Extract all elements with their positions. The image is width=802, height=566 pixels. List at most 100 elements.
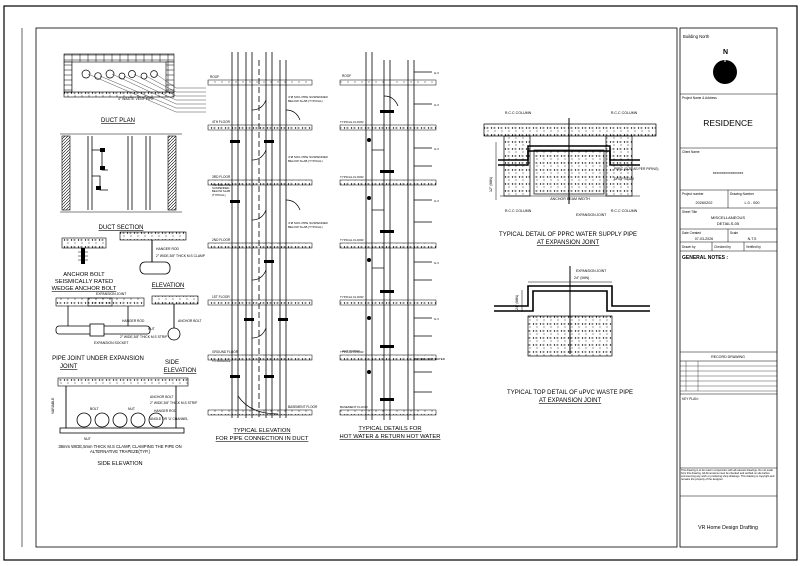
project-name-label: Project Name & Address <box>682 96 717 100</box>
angle-channel-label: ANGLE OR 'U' CHANNEL <box>150 417 188 421</box>
north-arrow-icon <box>713 60 737 84</box>
drawing-number-label: Drawing Number <box>730 192 755 196</box>
typical-floor-label-4: TYPICAL FLOOR <box>340 295 364 299</box>
typical-floor-label-5: TYPICAL FLOOR <box>340 350 364 354</box>
duct-plan-caption: DUCT PLAN <box>101 118 135 124</box>
rcc-column-label-left: R.C.C COLUMN <box>505 111 532 115</box>
roof-label: ROOF <box>210 75 219 79</box>
elevation-slabs <box>207 79 313 416</box>
gv-label-5: G.V <box>434 261 439 265</box>
suspended-pipe-note-3: 4"Ø SOIL PIPE SUSPENDED BELOW SLAB (TYPI… <box>288 222 328 229</box>
gv-label-6: G.V <box>434 317 439 321</box>
first-floor-label: 1ST FLOOR <box>212 295 230 299</box>
expansion-joint-label-pprc: EXPANSION JOINT <box>576 213 606 217</box>
client-name: xxxxxxxxxxxxxxxxx <box>713 171 744 175</box>
date-label: Date Created <box>682 231 701 235</box>
side-elevation-caption-2: ELEVATION <box>164 368 197 374</box>
disclaimer-text: This drawing is to be read in conjunctio… <box>681 469 775 482</box>
expansion-joint-label-upvc: EXPANSION JOINT <box>576 269 606 273</box>
upvc-detail-drawing: 24" (MIN) 24" (MIN) EXPANSION JOINT TYPI… <box>494 266 650 404</box>
pipe-joint-caption-2: JOINT <box>60 364 78 370</box>
hanger-rod-label-b: HANGER ROD <box>122 319 145 323</box>
duct-section-drawing: DUCT SECTION <box>60 133 182 231</box>
typical-floor-label-3: TYPICAL FLOOR <box>340 238 364 242</box>
basement-floor-label: BASEMENT FLOOR <box>288 405 318 409</box>
trapeze-drawing: VARIABLE BOLT NUT HANGER ROD ANCHOR BOLT… <box>51 377 198 467</box>
typical-floor-label-2: TYPICAL FLOOR <box>340 175 364 179</box>
typical-details-caption-2: HOT WATER & RETURN HOT WATER <box>340 434 441 440</box>
fourth-floor-label: 4TH FLOOR <box>212 120 231 124</box>
rcc-column-label-bottom-right: R.C.C COLUMN <box>611 209 638 213</box>
checked-by-label: Checked by <box>714 245 731 249</box>
second-floor-label: 2ND FLOOR <box>212 238 231 242</box>
side-elevation-bottom-caption: SIDE ELEVATION <box>97 461 142 467</box>
suspended-pipe-note-2: 4"Ø SOIL PIPE SUSPENDED BELOW SLAB (TYPI… <box>288 156 328 163</box>
rcc-column-label-right: R.C.C COLUMN <box>611 111 638 115</box>
anchor-bolt-caption-3: WEDGE ANCHOR BOLT <box>52 286 117 292</box>
roof-label-b: ROOF <box>342 74 351 78</box>
elevation-caption: ELEVATION <box>152 283 185 289</box>
outer-border <box>3 5 798 561</box>
anchor-bolt-drawing: ANCHOR BOLT SEISMICALLY RATED WEDGE ANCH… <box>52 231 206 292</box>
pprc-caption-2: AT EXPANSION JOINT <box>537 240 600 246</box>
pprc-caption-1: TYPICAL DETAIL OF PPRC WATER SUPPLY PIPE <box>499 232 637 238</box>
general-notes-heading: GENERAL NOTES : <box>682 255 728 261</box>
hot-water-riser-drawing: ROOF TYPICAL FLOOR TYPICAL FLOOR TYPICAL… <box>340 52 446 440</box>
nut-label-c: NUT <box>84 437 91 441</box>
dim-24-v-label: 24" (MIN) <box>515 295 519 310</box>
bolt-label: BOLT <box>90 407 99 411</box>
typical-floor-label-1: TYPICAL FLOOR <box>340 120 364 124</box>
date-value: 07-03-2026 <box>695 237 713 241</box>
drawing-frame <box>35 27 678 548</box>
project-number: 20260202 <box>696 201 713 205</box>
project-number-label: Project number <box>682 192 705 196</box>
typical-elevation-drawing: ROOF 4TH FLOOR 3RD FLOOR 2ND FLOOR 1ST F… <box>207 52 328 442</box>
upvc-caption-2: AT EXPANSION JOINT <box>539 398 602 404</box>
anchor-bolt-label-b: ANCHOR BOLT <box>178 319 202 323</box>
client-label: Client Name <box>682 150 700 154</box>
duct-plan-drawing: 4" WASTE VENT PIPE DUCT PLAN <box>63 53 206 124</box>
side-elevation-caption-1: SIDE <box>165 360 179 366</box>
upvc-caption-1: TYPICAL TOP DETAIL OF uPVC WASTE PIPE <box>507 390 633 396</box>
expansion-socket-label: EXPANSION SOCKET <box>94 341 128 345</box>
anchor-bolt-label-c: ANCHOR BOLT <box>150 395 174 399</box>
gv-label-2: G.V <box>434 103 439 107</box>
verified-by-label: Verified by <box>746 245 761 249</box>
scale-label: Scale <box>730 231 738 235</box>
sheet-title-line2: DETAILS-05 <box>717 221 740 226</box>
hot-water-slabs <box>339 79 437 416</box>
anchor-beam-width-label: ANCHOR BEAM WIDTH <box>550 197 590 201</box>
project-name: RESIDENCE <box>703 118 753 128</box>
expansion-joint-label-a: EXPANSION JOINT <box>96 292 126 296</box>
ms-clamp-label: 2" WIDE,3/8" THICK M.S CLAMP <box>156 254 206 258</box>
suspended-pipe-note-4: 4"Ø SOIL PIPE SUSPENDED BELOW SLAB (TYPI… <box>212 184 231 197</box>
sheet-title-line1: MISCELLANEOUS <box>711 215 745 220</box>
hanger-rod-label-c: HANGER ROD <box>154 409 177 413</box>
north-symbol-label: N <box>723 49 728 56</box>
dim-12-label: 12" (MIN) <box>489 177 493 192</box>
return-hot-water-label: RETURN HOT WATER <box>414 357 446 361</box>
gv-label-3: G.V <box>434 147 439 151</box>
rcc-column-label-bottom-left: R.C.C COLUMN <box>505 209 532 213</box>
gv-label-1: G.V <box>434 71 439 75</box>
ms-strip-label-b: 2" WIDE,3/8" THICK M.S STRIP <box>120 335 168 339</box>
anchor-bolt-caption-2: SEISMICALLY RATED <box>55 279 113 285</box>
anchor-bolt-caption-1: ANCHOR BOLT <box>63 272 105 278</box>
pprc-detail-drawing: R.C.C COLUMN R.C.C COLUMN R.C.C COLUMN R… <box>483 111 659 246</box>
pipe-joint-drawing: EXPANSION JOINT EXPANSION SOCKET PIPE JO… <box>52 292 201 374</box>
riser-pipes <box>231 52 287 418</box>
nut-label: NUT <box>128 407 135 411</box>
ppr-pipe-label: PPRC (SIZE AS PER PIPING) <box>614 167 659 171</box>
drawn-by-label: Drawn by <box>682 245 696 249</box>
drawing-number: L.0 - 000 <box>745 201 760 205</box>
key-plan-label: KEY PLAN : <box>682 397 699 401</box>
sheet-title-label: Sheet Title <box>682 210 697 214</box>
company-name: VR Home Design Drafting <box>698 525 758 531</box>
typical-details-caption-1: TYPICAL DETAILS FOR <box>358 426 421 432</box>
building-north-label: Building North <box>683 34 710 39</box>
pipe-joint-caption-1: PIPE JOINT UNDER EXPANSION <box>52 356 144 362</box>
third-floor-label: 3RD FLOOR <box>212 175 231 179</box>
typical-elevation-caption-1: TYPICAL ELEVATION <box>233 428 290 434</box>
record-table <box>680 361 777 392</box>
